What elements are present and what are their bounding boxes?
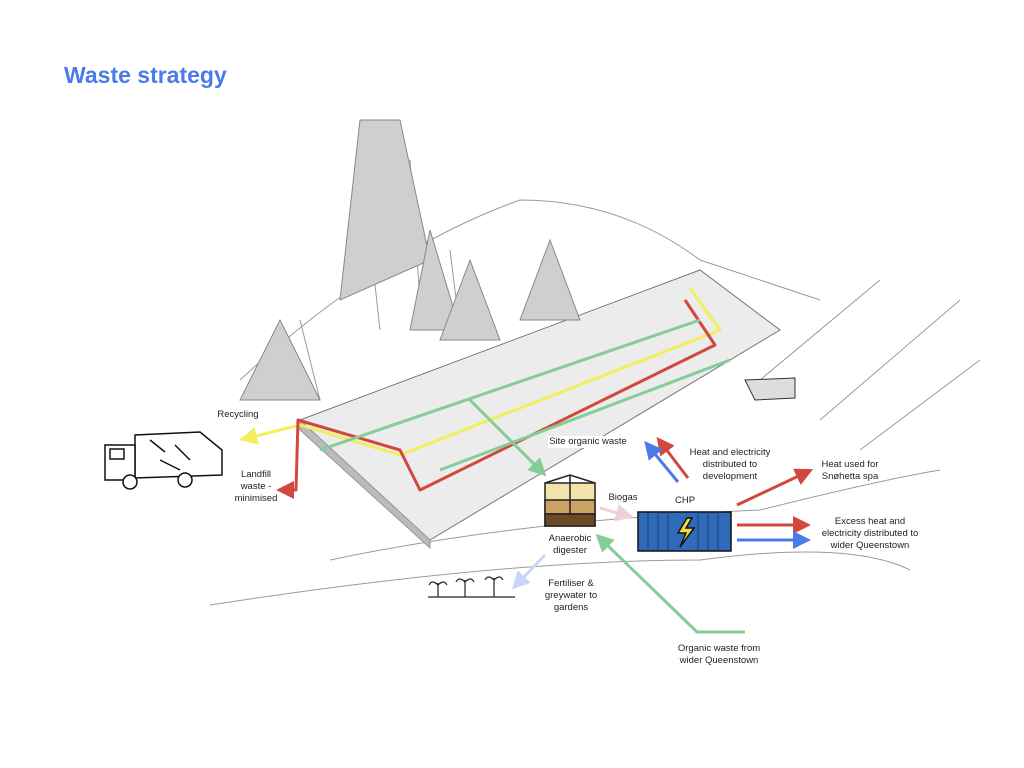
organic-flow-site xyxy=(319,318,731,470)
organic-wider-flow xyxy=(595,533,745,634)
label-heat-development: Heat and electricity distributed to deve… xyxy=(689,447,771,482)
landfill-flow xyxy=(276,299,717,499)
garbage-truck-icon xyxy=(104,431,223,490)
heat-spa-flow xyxy=(736,468,814,507)
fertiliser-flow xyxy=(511,553,547,590)
label-chp: CHP xyxy=(674,495,696,506)
label-recycling: Recycling xyxy=(210,409,266,421)
planter-icon xyxy=(744,377,796,401)
seedlings-icon xyxy=(428,576,515,598)
label-fertiliser: Fertiliser & greywater to gardens xyxy=(544,578,598,613)
label-excess-heat: Excess heat and electricity distributed … xyxy=(821,516,919,551)
anaerobic-digester-icon xyxy=(544,474,596,527)
chp-container-icon xyxy=(637,511,732,552)
label-site-organic-waste: Site organic waste xyxy=(548,436,628,448)
label-heat-spa: Heat used for Snøhetta spa xyxy=(821,459,879,482)
label-landfill: Landfill waste - minimised xyxy=(234,469,278,504)
trees-sketch xyxy=(239,119,581,401)
label-biogas: Biogas xyxy=(608,492,638,503)
heat-dev-flow-blue xyxy=(644,441,680,483)
label-anaerobic-digester: Anaerobic digester xyxy=(548,533,592,556)
biogas-flow xyxy=(599,503,634,522)
label-organic-wider: Organic waste from wider Queenstown xyxy=(677,643,761,666)
recycling-flow xyxy=(239,287,722,457)
page-title: Waste strategy xyxy=(64,62,227,88)
heat-dev-flow-red xyxy=(656,436,690,479)
